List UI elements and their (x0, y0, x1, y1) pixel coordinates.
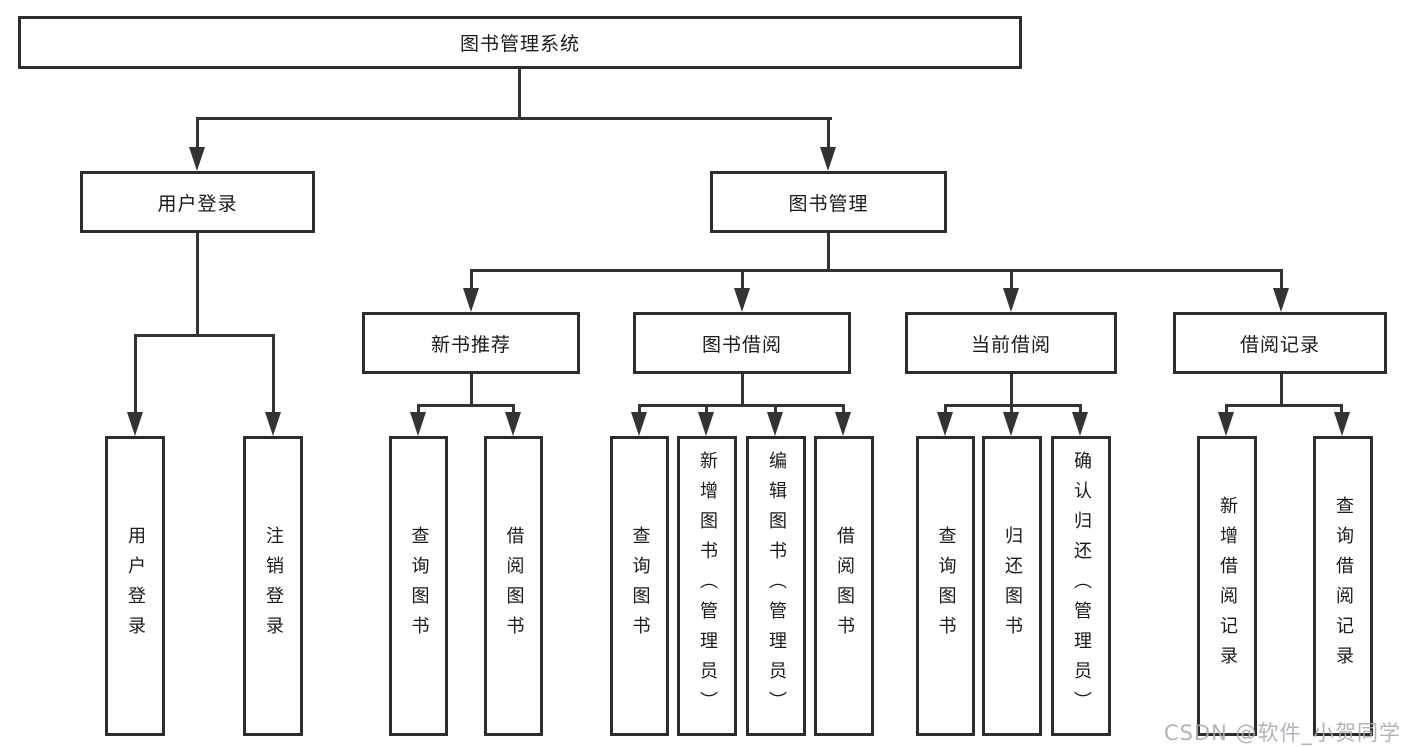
arrow-down-icon (463, 288, 479, 312)
node-label: 确认归还（管理员） (1071, 451, 1092, 721)
connector-line (741, 269, 744, 291)
node-label: 图书借阅 (701, 333, 782, 356)
leaf-query-borrow-record: 查询借阅记录 (1313, 436, 1373, 736)
node-library-system: 图书管理系统 (18, 16, 1022, 69)
connector-line (518, 69, 521, 120)
arrow-down-icon (1334, 412, 1350, 436)
connector-line (638, 404, 641, 417)
node-borrowing-records: 借阅记录 (1173, 312, 1387, 374)
connector-line (134, 334, 137, 416)
connector-line (134, 334, 275, 337)
connector-line (470, 374, 473, 407)
connector-line (470, 269, 1283, 272)
arrow-down-icon (1273, 288, 1289, 312)
connector-line (638, 404, 845, 407)
arrow-down-icon (1072, 412, 1088, 436)
connector-line (196, 117, 199, 150)
node-label: 归还图书 (1002, 526, 1023, 646)
arrow-down-icon (1003, 288, 1019, 312)
connector-line (1010, 404, 1013, 417)
arrow-down-icon (734, 288, 750, 312)
connector-line (272, 334, 275, 416)
leaf-query-books: 查询图书 (389, 436, 448, 736)
leaf-confirm-return-admin: 确认归还（管理员） (1051, 436, 1111, 736)
leaf-add-book-admin: 新增图书（管理员） (677, 436, 737, 736)
node-label: 查询图书 (629, 526, 651, 646)
node-label: 当前借阅 (970, 333, 1051, 356)
arrow-down-icon (505, 412, 521, 436)
connector-line (417, 404, 420, 417)
connector-line (1010, 374, 1013, 407)
connector-line (944, 404, 947, 417)
arrow-down-icon (189, 147, 205, 171)
node-label: 借阅图书 (503, 526, 525, 646)
node-label: 新书推荐 (430, 333, 511, 356)
node-label: 查询图书 (935, 526, 957, 646)
leaf-logout: 注销登录 (243, 436, 303, 736)
arrow-down-icon (820, 147, 836, 171)
node-label: 用户登录 (157, 192, 238, 215)
connector-line (1010, 269, 1013, 291)
leaf-query-books-2: 查询图书 (610, 436, 669, 736)
connector-line (470, 269, 473, 291)
arrow-down-icon (835, 412, 851, 436)
node-label: 新增借阅记录 (1217, 496, 1238, 676)
leaf-user-login: 用户登录 (105, 436, 165, 736)
connector-line (827, 233, 830, 271)
arrow-down-icon (698, 412, 714, 436)
node-new-book-recommendation: 新书推荐 (362, 312, 580, 374)
connector-line (417, 404, 515, 407)
node-label: 注销登录 (263, 526, 284, 646)
connector-line (1079, 404, 1082, 417)
node-book-borrowing: 图书借阅 (633, 312, 851, 374)
node-book-management: 图书管理 (710, 171, 947, 233)
node-label: 用户登录 (125, 526, 146, 646)
node-current-borrowing: 当前借阅 (905, 312, 1117, 374)
connector-line (774, 404, 777, 417)
node-label: 图书管理 (788, 192, 869, 215)
leaf-return-books: 归还图书 (982, 436, 1042, 736)
connector-line (827, 117, 830, 150)
arrow-down-icon (937, 412, 953, 436)
node-label: 图书管理系统 (459, 33, 580, 55)
leaf-add-borrow-record: 新增借阅记录 (1197, 436, 1257, 736)
connector-line (1340, 404, 1343, 417)
node-user-login: 用户登录 (80, 171, 315, 233)
connector-line (512, 404, 515, 417)
connector-line (944, 404, 1082, 407)
arrow-down-icon (410, 412, 426, 436)
arrow-down-icon (265, 412, 281, 436)
node-label: 查询图书 (408, 526, 430, 646)
arrow-down-icon (127, 412, 143, 436)
connector-line (1280, 374, 1283, 407)
connector-line (741, 374, 744, 407)
node-label: 借阅图书 (834, 526, 855, 646)
connector-line (705, 404, 708, 417)
connector-line (1225, 404, 1228, 417)
connector-line (1225, 404, 1343, 407)
connector-line (842, 404, 845, 417)
arrow-down-icon (1218, 412, 1234, 436)
arrow-down-icon (1003, 412, 1019, 436)
leaf-borrow-books-2: 借阅图书 (814, 436, 874, 736)
node-label: 编辑图书（管理员） (766, 451, 787, 721)
leaf-query-books-3: 查询图书 (916, 436, 975, 736)
node-label: 新增图书（管理员） (697, 451, 718, 721)
node-label: 借阅记录 (1239, 333, 1320, 356)
connector-line (196, 233, 199, 337)
leaf-edit-book-admin: 编辑图书（管理员） (746, 436, 806, 736)
csdn-watermark: CSDN @软件_小贺同学 (1163, 721, 1401, 745)
arrow-down-icon (767, 412, 783, 436)
node-label: 查询借阅记录 (1333, 496, 1354, 676)
leaf-borrow-books: 借阅图书 (484, 436, 543, 736)
connector-line (1280, 269, 1283, 291)
arrow-down-icon (631, 412, 647, 436)
connector-line (196, 117, 832, 120)
